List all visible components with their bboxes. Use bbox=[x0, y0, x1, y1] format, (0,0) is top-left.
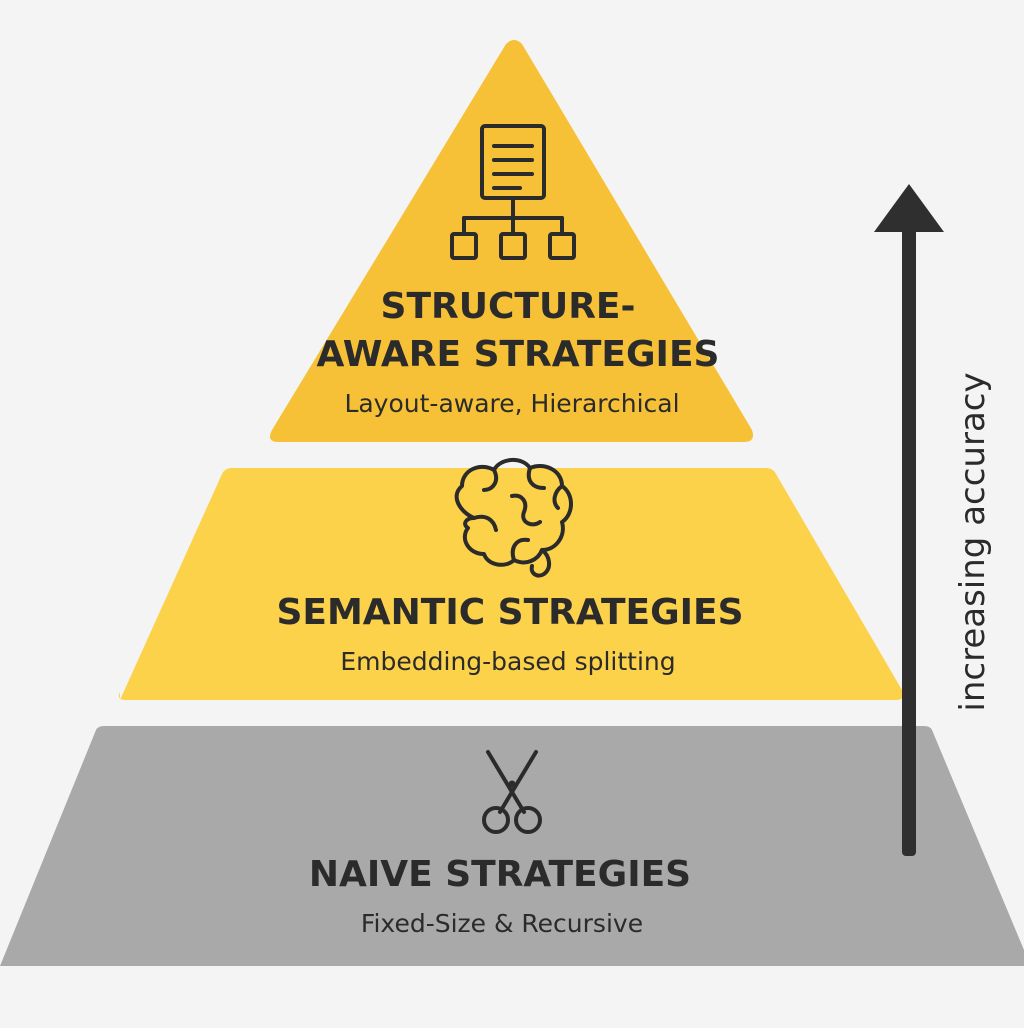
tier-naive-subtitle: Fixed-Size & Recursive bbox=[361, 909, 643, 938]
tier-structure-aware bbox=[270, 40, 753, 442]
scissors-icon bbox=[482, 750, 542, 834]
tier-structure-aware-title-line1: STRUCTURE- bbox=[381, 286, 636, 327]
brain-icon bbox=[454, 458, 573, 578]
tier-semantic-title: SEMANTIC STRATEGIES bbox=[276, 592, 743, 633]
document-hierarchy-icon bbox=[450, 124, 576, 260]
arrow-label: increasing accuracy bbox=[953, 372, 993, 711]
arrow-up-icon bbox=[874, 184, 944, 856]
tier-semantic bbox=[118, 468, 904, 700]
tier-semantic-subtitle: Embedding-based splitting bbox=[340, 647, 675, 676]
tier-naive bbox=[0, 726, 1024, 966]
tier-naive-title: NAIVE STRATEGIES bbox=[309, 854, 691, 895]
tier-structure-aware-subtitle: Layout-aware, Hierarchical bbox=[344, 389, 679, 418]
tier-structure-aware-title-line2: AWARE STRATEGIES bbox=[317, 334, 720, 375]
